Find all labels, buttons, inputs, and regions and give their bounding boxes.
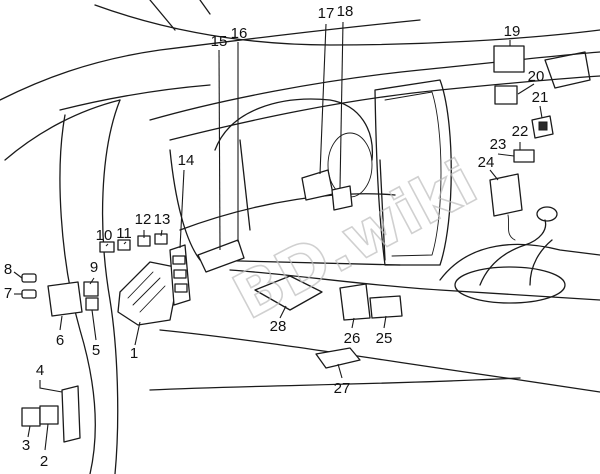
relay-22-23 [513,149,535,163]
dash-mid-line [179,193,396,231]
module-27 [315,347,361,369]
relay-3 [21,407,41,427]
relay-2 [39,405,59,425]
module-17 [301,169,334,201]
callout-18: 18 [337,3,354,20]
relay-20 [494,85,518,105]
callout-1: 1 [130,345,138,362]
component-8 [21,273,37,283]
dash-top [149,51,600,121]
callout-9: 9 [90,259,98,276]
column-right [379,159,386,261]
relay-10 [99,241,115,253]
relay-9 [83,281,99,297]
callout-24: 24 [478,154,495,171]
callout-11: 11 [116,225,132,242]
dash-lower-left [169,149,401,266]
shift-boot-right [529,239,553,286]
leader-lines [13,21,543,451]
floor-line [229,269,600,301]
callout-17: 17 [318,5,335,22]
relay-24-wire [507,214,516,241]
callout-16: 16 [231,25,248,42]
callout-26: 26 [344,330,361,347]
fuse-strip-slot-3 [174,283,188,293]
components [21,45,554,443]
fuse-box-ribs [127,271,166,313]
callout-19: 19 [504,23,521,40]
relay-cluster-24 [489,173,523,217]
door-edge-left [59,114,96,474]
windshield-pillar-top [149,0,211,31]
callout-14: 14 [178,152,195,169]
callout-3: 3 [22,437,30,454]
callout-20: 20 [528,68,545,85]
module-25 [369,295,403,319]
callout-28: 28 [270,318,287,335]
module-28 [254,275,323,311]
relay-19 [493,45,525,73]
callout-5: 5 [92,342,100,359]
center-stack [374,79,452,266]
callout-27: 27 [334,380,351,397]
module-18 [331,185,353,211]
center-stack-inner [384,91,442,257]
relay-5 [85,297,99,311]
callout-4: 4 [36,362,44,379]
relay-block-6 [47,281,83,317]
door-edge-right [101,99,121,474]
door-frame-top [4,99,121,161]
relay-21-center [538,121,548,131]
shift-boot [479,219,547,286]
control-module-15-16 [197,239,245,273]
right-vent [544,51,591,89]
callout-22: 22 [512,123,529,140]
shift-boot-base [454,266,566,304]
a-pillar-upper [0,19,421,101]
callout-2: 2 [40,453,48,470]
callout-labels: 1 2 3 4 5 6 7 8 9 10 11 12 13 14 15 16 1… [4,3,549,470]
fuse-strip-slot-1 [172,255,186,265]
callout-6: 6 [56,332,64,349]
column-left [239,139,251,231]
kick-panel-line [149,377,521,391]
relay-11 [117,239,131,251]
callout-8: 8 [4,261,12,278]
callout-13: 13 [154,211,171,228]
shift-knob [536,206,558,222]
main-fuse-box [117,261,181,326]
callout-15: 15 [211,33,228,50]
callout-23: 23 [490,136,507,153]
callout-12: 12 [135,211,152,228]
a-pillar-lower [59,84,211,111]
roof-line [94,4,600,46]
module-4 [61,385,81,443]
callout-25: 25 [376,330,393,347]
fuse-strip-slot-2 [173,269,187,279]
callout-10: 10 [96,227,113,244]
callout-21: 21 [532,89,549,106]
console-top [439,243,600,281]
cluster-hood [214,98,374,161]
callout-7: 7 [4,285,12,302]
module-26 [339,283,371,321]
component-7 [21,289,37,299]
